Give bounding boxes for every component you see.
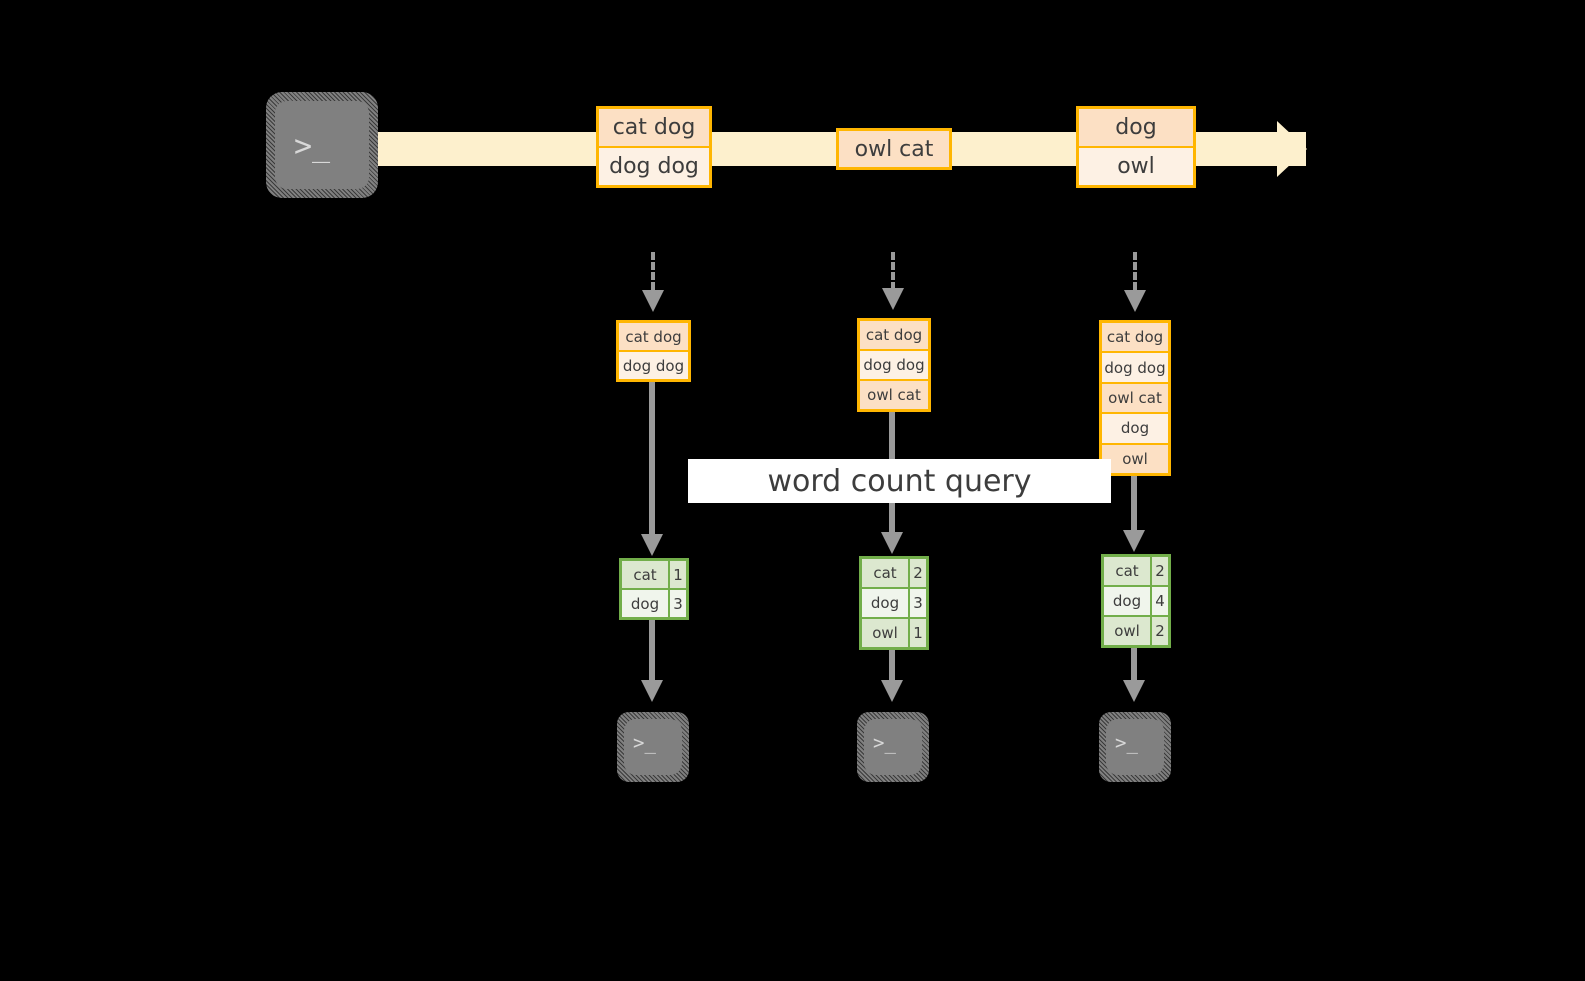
- terminal-prompt-glyph: >_: [873, 732, 896, 754]
- query-arrowhead-icon: [641, 534, 663, 556]
- accumulated-line: dog dog: [619, 350, 688, 379]
- accumulated-line: owl cat: [860, 379, 928, 409]
- accumulated-line: dog: [1102, 412, 1168, 443]
- terminal-screen: [864, 719, 922, 775]
- sink-connector-1: [649, 620, 655, 684]
- result-word: owl: [862, 619, 908, 647]
- query-connector-1: [649, 382, 655, 540]
- result-table-2[interactable]: cat 2 dog 3 owl 1: [859, 556, 929, 650]
- result-count: 2: [908, 559, 926, 587]
- stream-message-line: dog: [1079, 109, 1193, 146]
- result-count: 1: [908, 619, 926, 647]
- result-row: dog 4: [1104, 585, 1168, 615]
- result-word: owl: [1104, 617, 1150, 645]
- snapshot-dashed-connector: [891, 252, 895, 290]
- result-word: cat: [1104, 557, 1150, 585]
- result-count: 3: [908, 589, 926, 617]
- terminal-screen: [275, 101, 369, 189]
- terminal-screen: [1106, 719, 1164, 775]
- query-label: word count query: [688, 459, 1111, 503]
- query-arrowhead-icon: [881, 532, 903, 554]
- stream-message-line: dog dog: [599, 146, 709, 185]
- sink-terminal-icon-3: >_: [1099, 712, 1171, 782]
- result-row: cat 2: [1104, 557, 1168, 585]
- result-row: dog 3: [862, 587, 926, 617]
- result-count: 1: [668, 561, 686, 588]
- snapshot-accumulated-3[interactable]: cat dog dog dog owl cat dog owl: [1099, 320, 1171, 476]
- snapshot-arrowhead-icon: [642, 290, 664, 312]
- result-table-3[interactable]: cat 2 dog 4 owl 2: [1101, 554, 1171, 648]
- result-count: 3: [668, 590, 686, 617]
- stream-message-1[interactable]: cat dog dog dog: [596, 106, 712, 188]
- sink-arrowhead-icon: [1123, 680, 1145, 702]
- accumulated-line: owl cat: [1102, 381, 1168, 413]
- accumulated-line: cat dog: [860, 321, 928, 349]
- sink-terminal-icon-1: >_: [617, 712, 689, 782]
- result-count: 4: [1150, 587, 1168, 615]
- accumulated-line: cat dog: [619, 323, 688, 350]
- query-arrowhead-icon: [1123, 530, 1145, 552]
- result-word: dog: [622, 590, 668, 617]
- stream-arrowhead-icon: [1277, 121, 1307, 177]
- result-table-1[interactable]: cat 1 dog 3: [619, 558, 689, 620]
- snapshot-arrowhead-icon: [882, 288, 904, 310]
- query-connector-3: [1131, 476, 1137, 538]
- terminal-prompt-glyph: >_: [294, 129, 331, 164]
- stream-message-line: owl: [1079, 146, 1193, 185]
- sink-arrowhead-icon: [641, 680, 663, 702]
- result-word: cat: [862, 559, 908, 587]
- sink-connector-2: [889, 650, 895, 684]
- terminal-prompt-glyph: >_: [633, 732, 656, 754]
- accumulated-line: dog dog: [860, 349, 928, 379]
- source-terminal-icon: >_: [266, 92, 378, 198]
- stream-message-line: owl cat: [839, 131, 949, 167]
- result-count: 2: [1150, 557, 1168, 585]
- result-row: owl 1: [862, 617, 926, 647]
- result-word: cat: [622, 561, 668, 588]
- result-row: cat 1: [622, 561, 686, 588]
- result-count: 2: [1150, 617, 1168, 645]
- terminal-screen: [624, 719, 682, 775]
- result-row: dog 3: [622, 588, 686, 617]
- sink-arrowhead-icon: [881, 680, 903, 702]
- sink-terminal-icon-2: >_: [857, 712, 929, 782]
- snapshot-accumulated-2[interactable]: cat dog dog dog owl cat: [857, 318, 931, 412]
- result-row: cat 2: [862, 559, 926, 587]
- stream-message-2[interactable]: owl cat: [836, 128, 952, 170]
- result-row: owl 2: [1104, 615, 1168, 645]
- stream-message-3[interactable]: dog owl: [1076, 106, 1196, 188]
- snapshot-dashed-connector: [651, 252, 655, 290]
- stream-message-line: cat dog: [599, 109, 709, 146]
- snapshot-accumulated-1[interactable]: cat dog dog dog: [616, 320, 691, 382]
- result-word: dog: [862, 589, 908, 617]
- accumulated-line: owl: [1102, 442, 1168, 473]
- sink-connector-3: [1131, 648, 1137, 684]
- accumulated-line: cat dog: [1102, 323, 1168, 352]
- result-word: dog: [1104, 587, 1150, 615]
- terminal-prompt-glyph: >_: [1115, 732, 1138, 754]
- snapshot-arrowhead-icon: [1124, 290, 1146, 312]
- accumulated-line: dog dog: [1102, 351, 1168, 382]
- snapshot-dashed-connector: [1133, 252, 1137, 290]
